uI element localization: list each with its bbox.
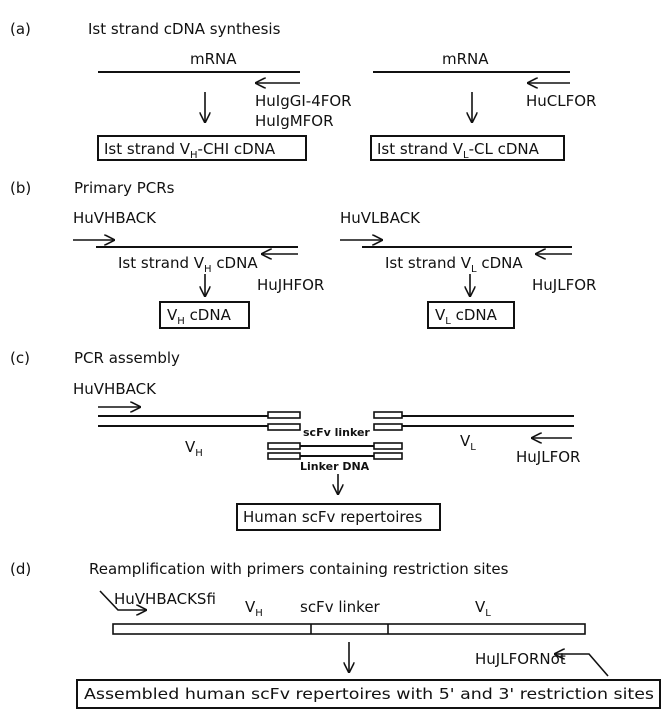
box-human-scfv (236, 503, 441, 531)
section-a: (a) Ist strand cDNA synthesis mRNA HuIgG… (10, 20, 596, 161)
mrna-label-right: mRNA (442, 50, 489, 68)
section-a-tag: (a) (10, 20, 31, 38)
vl-label-d: VL (475, 598, 491, 619)
primer-arrow-vhbacksfi (99, 590, 146, 610)
assembled-bar (112, 623, 586, 635)
vh-overlap-top (267, 411, 301, 419)
section-c: (c) PCR assembly HuVHBACK VH VL scFv lin… (10, 349, 580, 531)
box-vl-cl-cdna (370, 135, 565, 161)
box-assembled-scfv-text: Assembled human scFv repertoires with 5'… (84, 685, 654, 703)
vh-overlap-bottom (267, 423, 301, 431)
section-c-tag: (c) (10, 349, 30, 367)
scfv-linker-label-d: scFv linker (300, 598, 381, 616)
vl-overlap-top (373, 411, 403, 419)
section-b: (b) Primary PCRs HuVHBACK Ist strand VH … (10, 179, 596, 329)
huvhback-label: HuVHBACK (73, 209, 157, 227)
primer-arrow-jlfornot (555, 654, 609, 677)
linker-left-bottom (267, 452, 301, 460)
linker-right-top (373, 442, 403, 450)
primer-hugm-label: HuIgMFOR (255, 112, 334, 130)
hujlfor-label-b: HuJLFOR (532, 276, 596, 294)
huvlback-label: HuVLBACK (340, 209, 421, 227)
section-c-title: PCR assembly (74, 349, 180, 367)
box-vl-cl-text: Ist strand VL-CL cDNA (377, 140, 540, 161)
section-d: (d) Reamplification with primers contain… (10, 560, 661, 709)
strand-vl-b-label: Ist strand VL cDNA (385, 254, 523, 275)
box-vh-cdna (159, 301, 250, 329)
primer-hugg-label: HuIgGI-4FOR (255, 92, 352, 110)
linker-right-bottom (373, 452, 403, 460)
scfv-linker-label-c: scFv linker (303, 426, 370, 439)
box-vh-cdna-text: VH cDNA (167, 306, 232, 327)
hujlfornot-label: HuJLFORNot (475, 650, 566, 668)
linker-dna-label: Linker DNA (300, 460, 370, 473)
vl-overlap-bottom (373, 423, 403, 431)
box-vl-cdna-text: VL cDNA (435, 306, 498, 327)
section-b-title: Primary PCRs (74, 179, 175, 197)
vl-label-c: VL (460, 432, 476, 453)
box-vh-chi-cdna (97, 135, 307, 161)
box-human-scfv-text: Human scFv repertoires (243, 508, 422, 526)
vh-label-c: VH (185, 438, 203, 459)
strand-vh-b-label: Ist strand VH cDNA (118, 254, 258, 275)
section-d-tag: (d) (10, 560, 31, 578)
box-vl-cdna (427, 301, 515, 329)
hujlfor-c-label: HuJLFOR (516, 448, 580, 466)
box-vh-chi-text: Ist strand VH-CHI cDNA (104, 140, 276, 161)
section-b-tag: (b) (10, 179, 31, 197)
box-assembled-scfv (76, 679, 661, 709)
hujhfor-label: HuJHFOR (257, 276, 324, 294)
huvhbacksfi-label: HuVHBACKSfi (114, 590, 216, 608)
vh-label-d: VH (245, 598, 263, 619)
section-a-title: Ist strand cDNA synthesis (88, 20, 281, 38)
section-d-title: Reamplification with primers containing … (89, 560, 509, 578)
linker-left-top (267, 442, 301, 450)
huvhback-c-label: HuVHBACK (73, 380, 157, 398)
primer-hucl-label: HuCLFOR (526, 92, 596, 110)
mrna-label-left: mRNA (190, 50, 237, 68)
